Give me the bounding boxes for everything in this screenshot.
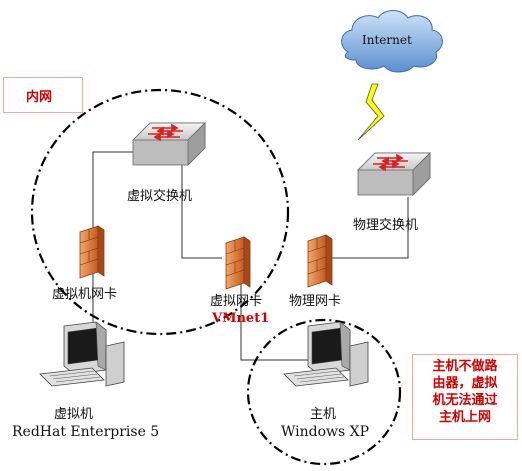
internet-cloud-icon — [341, 10, 443, 73]
host-label: 主机 — [310, 407, 337, 422]
internal-network-label-box: 内网 — [3, 77, 83, 113]
physical-switch-label: 物理交换机 — [353, 218, 419, 233]
routing-note-line: 主机不做路 — [432, 359, 498, 374]
vm-nic-firewall-icon — [79, 225, 105, 279]
vm-nic-label: 虚拟机网卡 — [52, 287, 118, 302]
routing-note-line: 主机上网 — [438, 410, 491, 425]
routing-note-box: 主机不做路 由器，虚拟 机无法通过 主机上网 — [412, 354, 518, 440]
routing-note-line: 由器，虚拟 — [432, 376, 498, 391]
virtual-nic-label: 虚拟网卡 — [210, 294, 263, 309]
host-boundary — [246, 318, 402, 466]
host-os-label: Windows XP — [281, 424, 370, 440]
link-vswitch-to-vnic — [181, 162, 222, 259]
routing-note-line: 机无法通过 — [432, 393, 498, 408]
link-pnic-to-pswitch — [330, 197, 409, 259]
physical-switch-icon — [357, 152, 431, 196]
physical-nic-label: 物理网卡 — [289, 294, 342, 309]
internet-label: Internet — [362, 33, 412, 47]
vm-label: 虚拟机 — [54, 407, 94, 422]
internal-network-boundary — [30, 88, 290, 336]
virtual-switch-icon — [132, 122, 206, 166]
host-computer-icon — [283, 321, 369, 387]
lightning-icon — [357, 83, 385, 141]
vmnet-label: VMnet1 — [212, 311, 270, 326]
virtual-nic-firewall-icon — [225, 236, 251, 290]
vm-os-label: RedHat Enterprise 5 — [12, 424, 160, 440]
virtual-switch-label: 虚拟交换机 — [127, 189, 193, 204]
internal-network-label: 内网 — [26, 90, 53, 105]
routing-note: 主机不做路 由器，虚拟 机无法通过 主机上网 — [417, 358, 513, 426]
vm-computer-icon — [39, 321, 125, 387]
physical-nic-firewall-icon — [307, 234, 333, 288]
